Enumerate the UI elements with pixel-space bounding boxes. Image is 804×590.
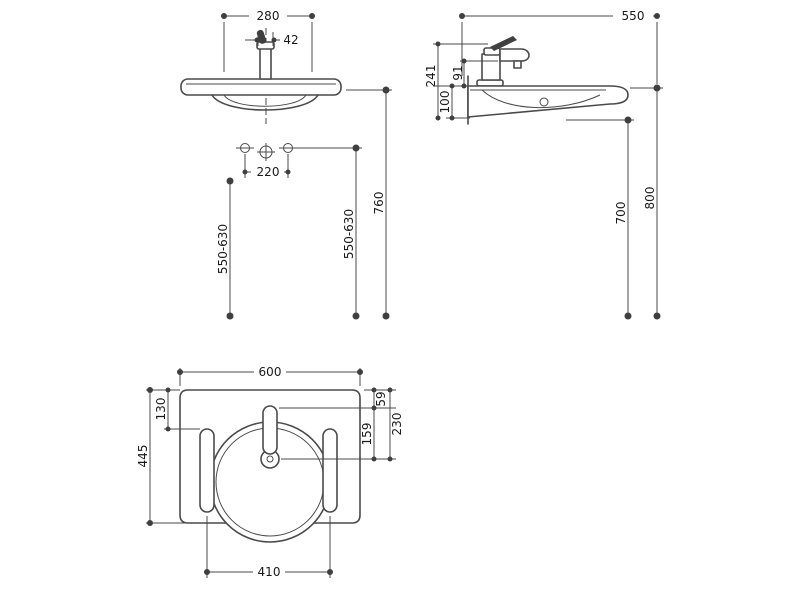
dim-220-label: 220 bbox=[257, 165, 280, 179]
faucet-side-body bbox=[481, 53, 501, 81]
slot-left bbox=[199, 428, 215, 513]
dim-91: 91 bbox=[451, 58, 498, 89]
mounting-holes bbox=[236, 143, 362, 161]
dim-280: 280 bbox=[221, 9, 315, 72]
basin-plan-outline bbox=[179, 389, 361, 524]
dim-280-label: 280 bbox=[257, 9, 280, 23]
dim-410-label: 410 bbox=[258, 565, 281, 579]
faucet-front bbox=[256, 29, 275, 80]
dim-445: 445 bbox=[136, 387, 186, 526]
dim-230-label: 230 bbox=[390, 413, 404, 436]
dim-130: 130 bbox=[154, 387, 200, 432]
dim-760: 760 bbox=[346, 86, 392, 320]
dim-550: 550 bbox=[459, 9, 660, 84]
dim-700: 700 bbox=[566, 116, 634, 320]
hole-right bbox=[283, 143, 293, 153]
dim-700-label: 700 bbox=[614, 202, 628, 225]
dim-159: 159 bbox=[360, 408, 377, 462]
dim-600-label: 600 bbox=[259, 365, 282, 379]
dim-800-label: 800 bbox=[643, 187, 657, 210]
dim-550-630-right: 550-630 bbox=[342, 144, 360, 320]
basin-front-bowl-inner bbox=[223, 94, 307, 107]
tap-hole-center bbox=[266, 455, 274, 463]
dim-600: 600 bbox=[177, 365, 363, 386]
dim-550-630-left: 550-630 bbox=[216, 177, 234, 320]
dim-59: 59 bbox=[371, 387, 388, 411]
faucet-side-spout bbox=[499, 48, 530, 62]
dim-59-label: 59 bbox=[374, 391, 388, 406]
hole-left bbox=[240, 143, 250, 153]
dim-42: 42 bbox=[245, 32, 299, 47]
dim-220: 220 bbox=[242, 154, 291, 179]
front-view: 280 42 220 bbox=[180, 9, 392, 320]
dim-550-label: 550 bbox=[622, 9, 645, 23]
slot-right bbox=[322, 428, 338, 513]
faucet-front-body bbox=[259, 47, 272, 80]
dim-445-label: 445 bbox=[136, 445, 150, 468]
dim-130-label: 130 bbox=[154, 398, 168, 421]
faucet-front-cap bbox=[256, 41, 275, 50]
dim-42-label: 42 bbox=[283, 33, 298, 47]
faucet-side-base bbox=[476, 79, 504, 87]
side-view: 550 241 100 91 700 bbox=[424, 9, 663, 320]
dim-159-label: 159 bbox=[360, 423, 374, 446]
dim-91-label: 91 bbox=[451, 65, 465, 80]
plan-view: 600 59 159 230 130 bbox=[136, 365, 404, 579]
dim-241-label: 241 bbox=[424, 65, 438, 88]
dim-550-630-left-label: 550-630 bbox=[216, 224, 230, 274]
dim-100-label: 100 bbox=[438, 91, 452, 114]
dim-550-630-right-label: 550-630 bbox=[342, 209, 356, 259]
faucet-side-lever bbox=[490, 36, 517, 51]
dim-230: 230 bbox=[387, 387, 404, 462]
faucet-plan-body bbox=[262, 405, 278, 455]
dim-800: 800 bbox=[630, 84, 663, 320]
dim-241: 241 bbox=[424, 41, 488, 121]
basin-side-bowl-profile bbox=[481, 89, 601, 108]
basin-front-bowl bbox=[211, 94, 319, 111]
basin-front-outline bbox=[180, 78, 342, 96]
faucet-side-outlet bbox=[513, 60, 522, 69]
basin-side-drain bbox=[539, 97, 549, 107]
dim-760-label: 760 bbox=[372, 192, 386, 215]
dim-410: 410 bbox=[204, 516, 333, 579]
dim-100: 100 bbox=[433, 83, 470, 121]
